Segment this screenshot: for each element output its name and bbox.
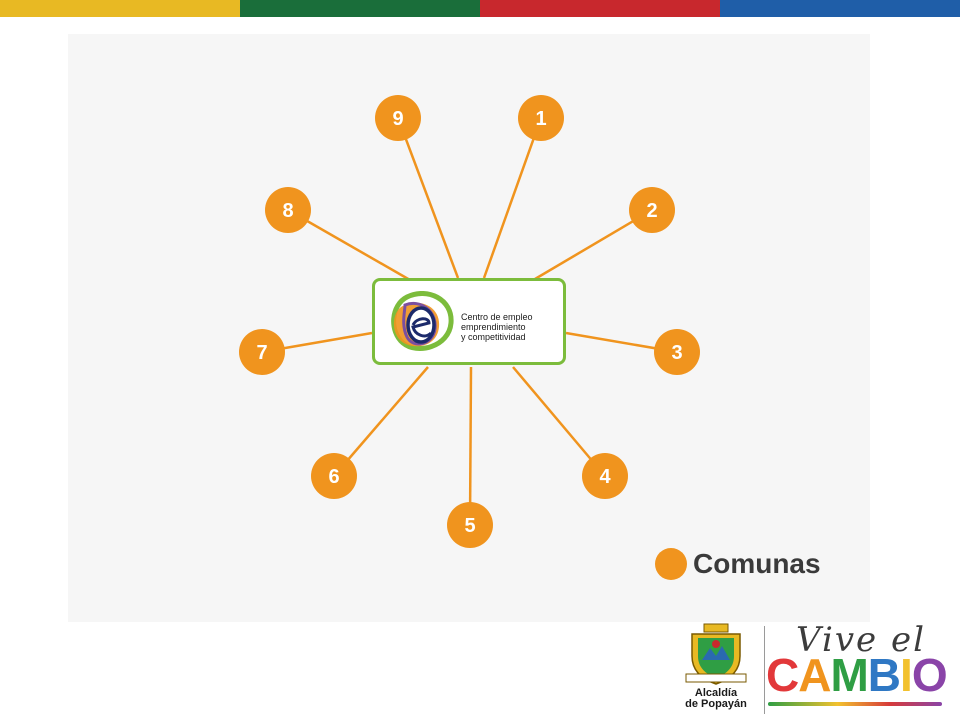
comuna-node-8 <box>265 187 311 233</box>
comuna-node-9 <box>375 95 421 141</box>
comuna-label-4: 4 <box>599 466 611 488</box>
comuna-label-5: 5 <box>464 515 475 537</box>
comuna-label-3: 3 <box>671 342 682 364</box>
center-line-1: Centro de empleo <box>461 312 533 322</box>
alcaldia-line-1: Alcaldía <box>694 687 738 699</box>
comuna-label-7: 7 <box>256 342 267 364</box>
comuna-node-1 <box>518 95 564 141</box>
connector-line <box>482 117 543 279</box>
legend-circle-icon <box>655 548 687 580</box>
top-color-bar <box>0 0 960 17</box>
popayan-crest-icon <box>685 623 747 685</box>
comuna-node-2 <box>629 187 675 233</box>
legend: Comunas <box>655 547 821 581</box>
centro-empleo-logo-icon <box>391 291 454 351</box>
comuna-node-5 <box>447 502 493 548</box>
alcaldia-text: Alcaldía de Popayán <box>680 688 752 710</box>
slogan-letter: A <box>798 649 831 701</box>
comuna-node-6 <box>311 453 357 499</box>
slogan-letter: C <box>766 649 799 701</box>
connector-line <box>512 366 606 477</box>
comuna-label-2: 2 <box>646 200 657 222</box>
top-bar-green <box>240 0 480 17</box>
center-card: Centro de empleo emprendimiento y compet… <box>372 278 566 365</box>
legend-label: Comunas <box>693 548 821 579</box>
comuna-node-3 <box>654 329 700 375</box>
footer-branding: Alcaldía de Popayán Vive el CAMBIO <box>680 620 960 720</box>
comuna-node-4 <box>582 453 628 499</box>
top-bar-blue <box>720 0 960 17</box>
comuna-node-7 <box>239 329 285 375</box>
alcaldia-line-2: de Popayán <box>685 698 747 710</box>
slogan-underline <box>768 702 942 706</box>
top-bar-yellow <box>0 0 240 17</box>
center-line-2: emprendimiento <box>461 322 526 332</box>
connector-line <box>333 366 429 477</box>
connector-line <box>396 117 460 279</box>
center-title: Centro de empleo emprendimiento y compet… <box>461 312 565 342</box>
slogan-letter: B <box>867 649 901 701</box>
slogan-cambio: CAMBIO <box>766 649 948 701</box>
connector-line <box>468 366 473 526</box>
comuna-label-6: 6 <box>328 466 339 488</box>
center-line-3: y competitividad <box>461 332 526 342</box>
footer-divider <box>764 626 765 714</box>
top-bar-red <box>480 0 720 17</box>
comuna-label-9: 9 <box>392 108 403 130</box>
comuna-label-8: 8 <box>282 200 293 222</box>
slogan-vive-el: Vive el <box>796 620 926 660</box>
slogan-letter: I <box>900 649 913 701</box>
comuna-label-1: 1 <box>535 108 546 130</box>
slogan-letter: O <box>911 649 948 701</box>
slogan-letter: M <box>830 649 868 701</box>
connector-line <box>287 208 411 282</box>
